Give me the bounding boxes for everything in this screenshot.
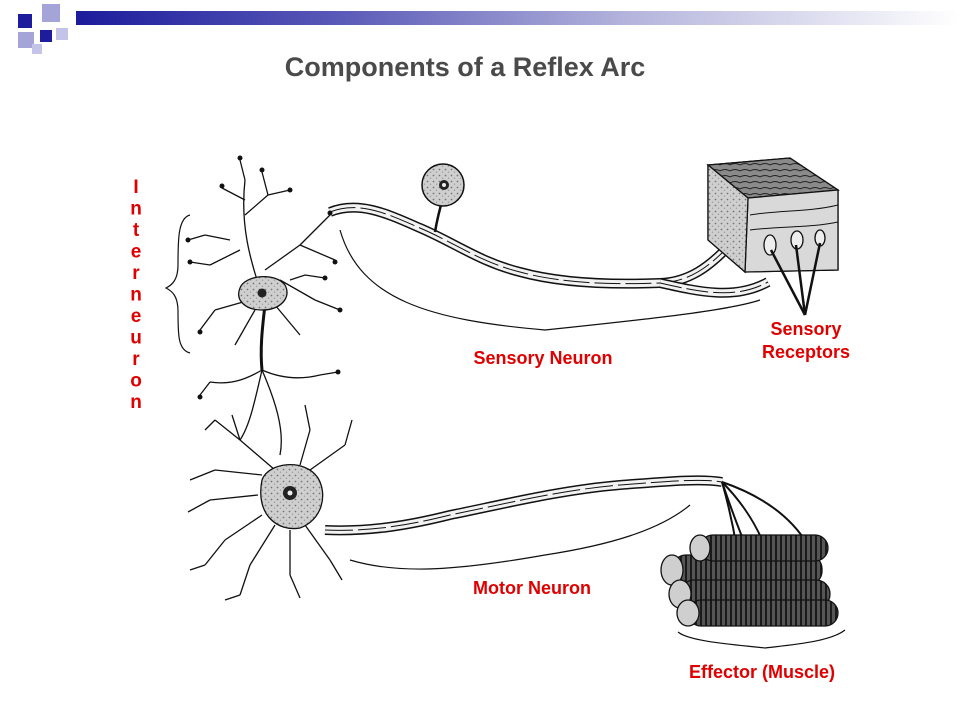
effector-label: Effector (Muscle) [689, 662, 835, 682]
interneuron-label-letter: e [131, 306, 142, 327]
sensory-neuron-axon [328, 197, 771, 298]
muscle-effector [660, 534, 839, 627]
interneuron-cell-body [238, 276, 288, 311]
motor-neuron-dendrites [187, 404, 353, 601]
interneuron-label-letter: n [130, 285, 142, 306]
interneuron-label-letter: n [130, 199, 142, 220]
deco-square-light-3 [56, 28, 68, 40]
sensory-neuron-label: Sensory Neuron [473, 348, 612, 368]
title-bar [76, 11, 960, 25]
interneuron-label-letter: o [130, 371, 142, 392]
deco-square-dark-1 [18, 14, 32, 28]
label-braces [164, 214, 846, 649]
deco-square-light-4 [32, 44, 42, 54]
skin-block [706, 157, 840, 274]
interneuron-label-letter: r [132, 263, 140, 284]
receptor-pointer-lines [769, 242, 822, 316]
deco-square-light-1 [42, 4, 60, 22]
interneuron-label-letter: u [130, 328, 142, 349]
sensory-receptors-label-line2: Receptors [762, 342, 850, 362]
interneuron-label-letter: e [131, 242, 142, 263]
deco-square-dark-2 [40, 30, 52, 42]
sensory-cell-body [421, 163, 465, 207]
interneuron [187, 159, 341, 456]
interneuron-label-letter: n [130, 392, 142, 413]
interneuron-label-letter: I [133, 177, 138, 198]
page-title: Components of a Reflex Arc [284, 52, 646, 82]
sensory-receptors-label-line1: Sensory [770, 319, 841, 339]
interneuron-terminals [185, 155, 343, 400]
deco-square-light-2 [18, 32, 34, 48]
interneuron-label-letter: t [133, 220, 140, 241]
motor-neuron-label: Motor Neuron [473, 578, 591, 598]
interneuron-label-letter: r [132, 349, 140, 370]
motor-cell-body [260, 464, 324, 530]
